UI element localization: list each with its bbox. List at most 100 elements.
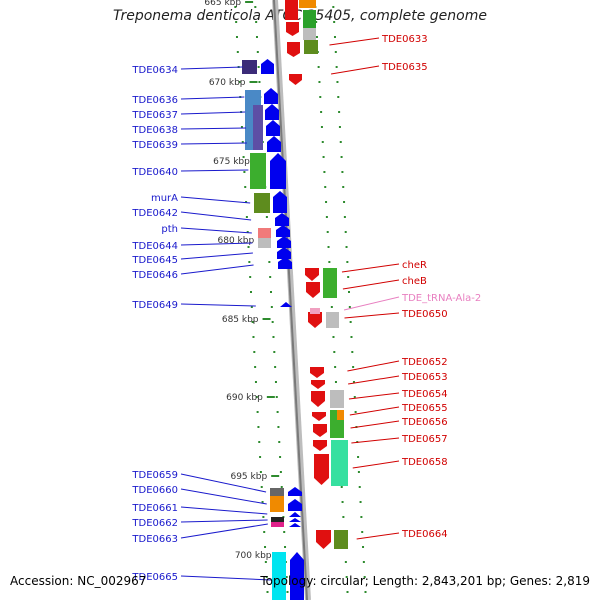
gene-label[interactable]: TDE0640: [131, 167, 178, 178]
gene-shape[interactable]: [265, 104, 279, 120]
gene-shape[interactable]: [271, 522, 284, 527]
gene-shape[interactable]: [290, 552, 304, 600]
gene-shape[interactable]: [258, 238, 271, 248]
gene-shape[interactable]: [311, 380, 325, 389]
track-dot: [348, 306, 351, 308]
gene-shape[interactable]: [250, 153, 266, 189]
gene-shape[interactable]: [304, 40, 318, 54]
gene-label[interactable]: TDE0638: [131, 125, 178, 136]
gene-shape[interactable]: [264, 88, 278, 104]
gene-label[interactable]: murA: [151, 193, 178, 204]
gene-label[interactable]: TDE0637: [131, 110, 178, 121]
gene-label[interactable]: cheR: [402, 260, 427, 271]
gene-label[interactable]: TDE0652: [401, 357, 448, 368]
gene-shape[interactable]: [312, 412, 326, 421]
gene-shape[interactable]: [330, 390, 344, 408]
gene-shape[interactable]: [306, 0, 316, 8]
gene-shape[interactable]: [261, 59, 274, 74]
gene-shape[interactable]: [323, 268, 337, 298]
gene-shape[interactable]: [289, 523, 301, 527]
gene-label[interactable]: TDE0649: [131, 300, 178, 311]
gene-label[interactable]: TDE0654: [401, 389, 448, 400]
track-dot: [353, 396, 356, 398]
track-dot: [254, 366, 257, 368]
gene-label[interactable]: TDE0633: [381, 34, 428, 45]
gene-label[interactable]: TDE0656: [401, 417, 448, 428]
gene-shape[interactable]: [316, 530, 331, 549]
gene-label[interactable]: TDE0636: [131, 95, 178, 106]
gene-label[interactable]: TDE0664: [401, 529, 448, 540]
gene-shape[interactable]: [303, 28, 316, 40]
gene-shape[interactable]: [280, 302, 292, 307]
gene-shape[interactable]: [288, 487, 302, 496]
gene-label[interactable]: TDE0650: [401, 309, 448, 320]
gene-shape[interactable]: [289, 74, 302, 85]
track-dot: [256, 51, 259, 53]
gene-label[interactable]: cheB: [402, 276, 427, 287]
gene-shape[interactable]: [266, 120, 280, 136]
gene-shape[interactable]: [242, 60, 257, 74]
gene-shape[interactable]: [331, 440, 348, 486]
gene-label[interactable]: TDE0660: [131, 485, 178, 496]
gene-shape[interactable]: [286, 22, 299, 36]
gene-shape[interactable]: [275, 213, 289, 226]
gene-shape[interactable]: [326, 312, 339, 328]
gene-label[interactable]: TDE0634: [131, 65, 178, 76]
gene-shape[interactable]: [270, 153, 286, 189]
gene-shape[interactable]: [273, 191, 287, 213]
gene-label[interactable]: TDE0653: [401, 372, 448, 383]
gene-label[interactable]: TDE_tRNA-Ala-2: [401, 293, 481, 304]
gene-label[interactable]: TDE0661: [131, 503, 178, 514]
gene-label[interactable]: TDE0645: [131, 255, 178, 266]
track-dot: [271, 321, 274, 323]
gene-shape[interactable]: [289, 512, 301, 517]
gene-shape[interactable]: [334, 530, 348, 549]
gene-shape[interactable]: [253, 105, 263, 150]
gene-label[interactable]: TDE0635: [381, 62, 428, 73]
gene-shape[interactable]: [308, 312, 322, 328]
gene-shape[interactable]: [276, 225, 290, 237]
gene-label[interactable]: pth: [161, 224, 178, 235]
gene-shape[interactable]: [310, 308, 320, 314]
gene-label[interactable]: TDE0657: [401, 434, 448, 445]
gene-label[interactable]: TDE0644: [131, 241, 178, 252]
gene-shape[interactable]: [310, 367, 324, 378]
gene-shape[interactable]: [311, 391, 325, 407]
gene-label[interactable]: TDE0662: [131, 518, 178, 529]
gene-shape[interactable]: [313, 424, 327, 437]
gene-shape[interactable]: [337, 410, 344, 420]
gene-shape[interactable]: [271, 517, 284, 522]
gene-shape[interactable]: [278, 257, 292, 269]
gene-label[interactable]: TDE0659: [131, 470, 178, 481]
track-dot: [275, 396, 278, 398]
gene-label[interactable]: TDE0646: [131, 270, 178, 281]
gene-label[interactable]: TDE0655: [401, 403, 448, 414]
gene-shape[interactable]: [258, 228, 271, 238]
track-dot: [254, 381, 257, 383]
gene-shape[interactable]: [299, 0, 307, 8]
gene-shape[interactable]: [303, 10, 316, 28]
gene-shape[interactable]: [254, 193, 270, 213]
gene-label[interactable]: TDE0658: [401, 457, 448, 468]
track-dot: [343, 201, 346, 203]
gene-shape[interactable]: [305, 268, 319, 281]
gene-shape[interactable]: [306, 282, 320, 298]
gene-shape[interactable]: [330, 420, 344, 438]
gene-label[interactable]: TDE0642: [131, 208, 178, 219]
gene-shape[interactable]: [288, 499, 302, 511]
gene-shape[interactable]: [277, 247, 291, 259]
gene-shape[interactable]: [270, 496, 284, 512]
gene-shape[interactable]: [267, 136, 281, 152]
gene-label[interactable]: TDE0665: [131, 572, 178, 583]
gene-shape[interactable]: [289, 518, 301, 522]
gene-shape[interactable]: [272, 552, 286, 600]
gene-label[interactable]: TDE0663: [131, 534, 178, 545]
gene-shape[interactable]: [313, 440, 327, 451]
gene-shape[interactable]: [270, 488, 284, 496]
gene-label[interactable]: TDE0639: [131, 140, 178, 151]
gene-shape[interactable]: [314, 454, 329, 485]
gene-shape[interactable]: [277, 236, 291, 248]
gene-shape[interactable]: [287, 42, 300, 57]
gene-shape[interactable]: [285, 0, 298, 20]
